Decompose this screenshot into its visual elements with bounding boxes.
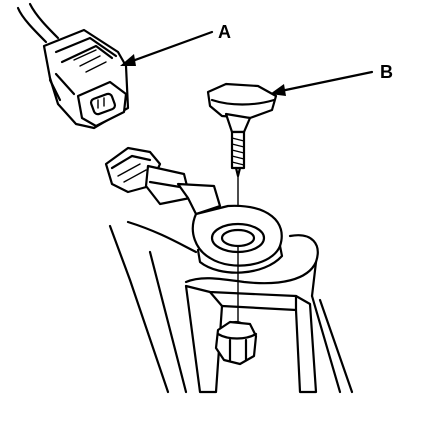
- callout-b-label: B: [380, 62, 393, 82]
- ground-terminal: [104, 146, 284, 274]
- electrical-connector: [16, 2, 130, 130]
- callout-a: A: [120, 22, 231, 66]
- bolt: [206, 82, 278, 237]
- frame-bracket: [108, 220, 354, 394]
- callout-b: B: [270, 62, 393, 96]
- callout-a-label: A: [218, 22, 231, 42]
- weld-nut: [214, 320, 258, 366]
